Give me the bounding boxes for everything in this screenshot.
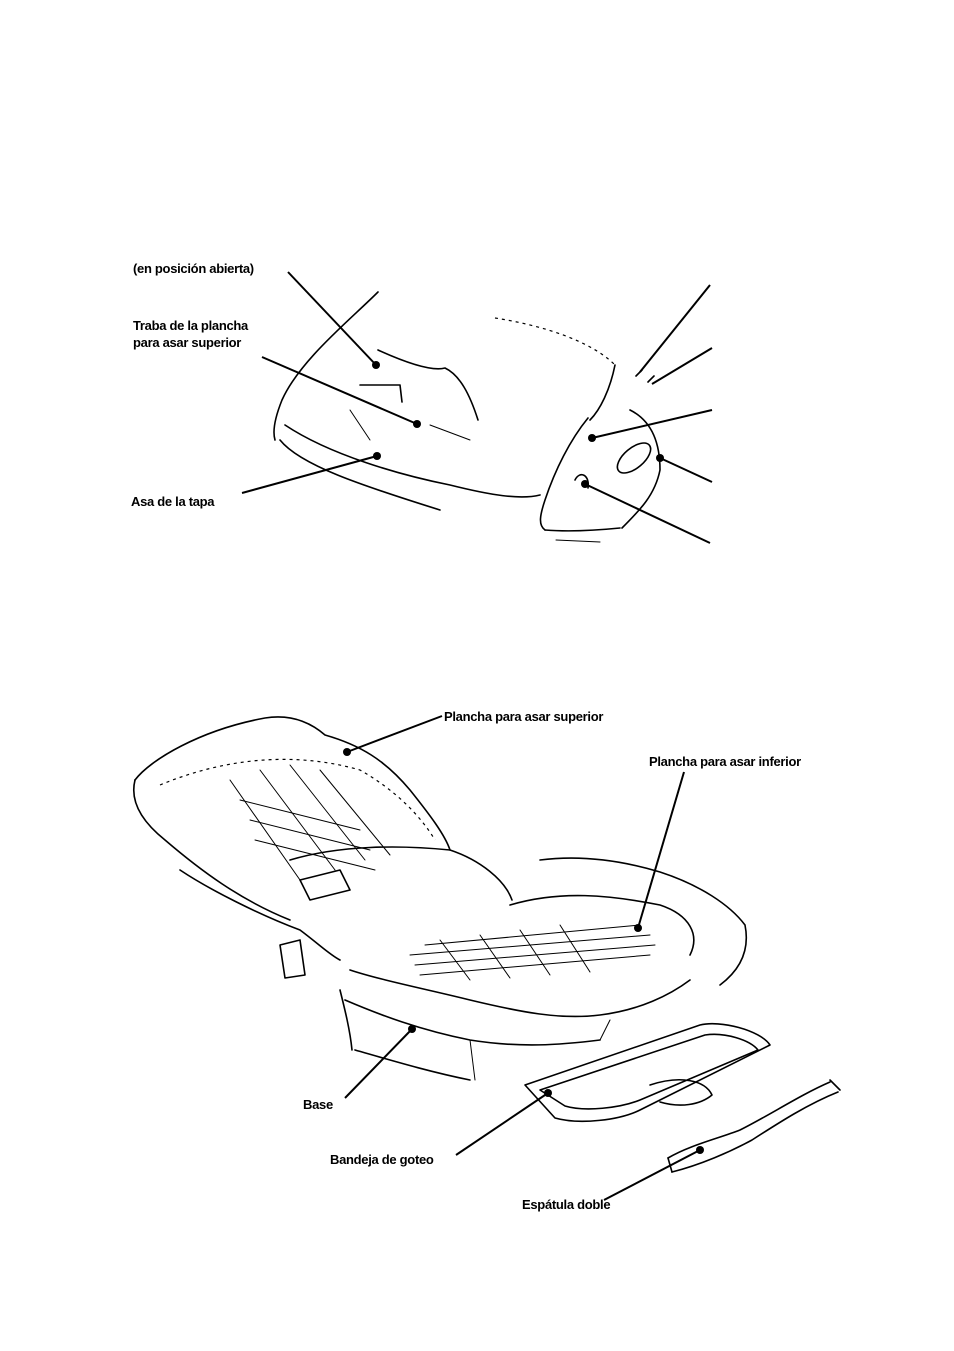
closed-grill-illustration	[274, 292, 660, 542]
label-latch-line1: Traba de la plancha	[133, 318, 249, 333]
exploded-grill-illustration	[134, 717, 840, 1172]
label-lower-plate: Plancha para asar inferior	[649, 754, 801, 769]
label-upper-plate: Plancha para asar superior	[444, 709, 603, 724]
leader-upper-plate	[347, 716, 442, 752]
leader-latch	[262, 357, 417, 424]
bottom-leader-lines	[343, 716, 704, 1200]
label-drip-tray: Bandeja de goteo	[330, 1152, 434, 1167]
label-lid-handle: Asa de la tapa	[131, 494, 215, 509]
label-open-position: (en posición abierta)	[133, 261, 254, 276]
top-leader-lines	[242, 272, 712, 543]
label-base: Base	[303, 1097, 333, 1112]
leader-spatula	[604, 1150, 700, 1200]
label-latch-line2: para asar superior	[133, 335, 241, 350]
leader-drip-tray	[456, 1093, 548, 1155]
label-double-spatula: Espátula doble	[522, 1197, 610, 1212]
leader-open-position	[288, 272, 376, 365]
